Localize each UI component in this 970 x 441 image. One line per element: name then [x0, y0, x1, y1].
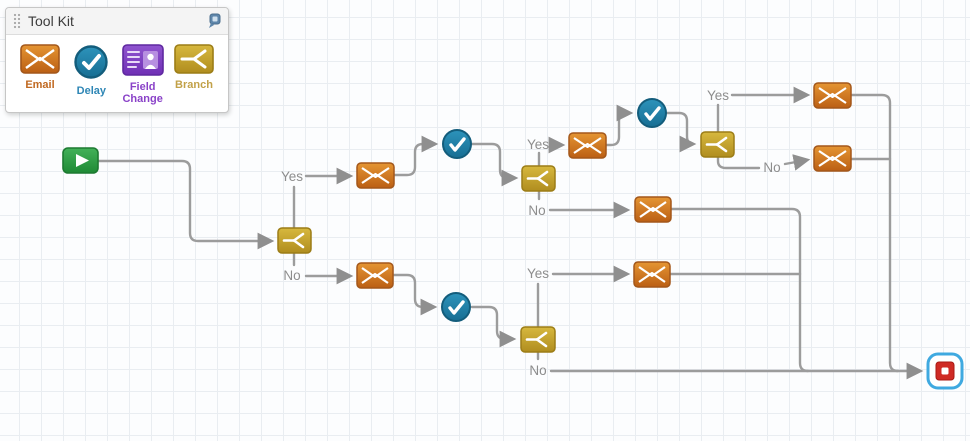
email-envelope-icon	[638, 266, 666, 283]
connector-email2-delay2	[603, 104, 634, 147]
connectors	[96, 86, 924, 380]
edge-label-no: No	[529, 363, 546, 378]
branch-split-icon	[525, 331, 548, 348]
toolkit-panel: Tool Kit Email	[5, 7, 229, 114]
play-icon	[76, 154, 89, 167]
drag-handle-icon[interactable]	[13, 13, 21, 29]
edge-label-yes: Yes	[527, 266, 549, 281]
delay-clock-check-icon	[74, 45, 109, 79]
branch-split-icon	[705, 136, 728, 153]
email-envelope-icon	[361, 167, 390, 184]
tool-field-change[interactable]: Field Change	[119, 44, 167, 105]
node-branch-4[interactable]	[520, 326, 556, 353]
edge-label-yes: Yes	[527, 137, 549, 152]
node-email-5[interactable]	[634, 196, 672, 223]
delay-check-icon	[449, 137, 466, 152]
node-email-1[interactable]	[356, 162, 395, 189]
tool-email[interactable]: Email	[16, 44, 64, 91]
edge-label-yes: Yes	[707, 88, 729, 103]
stop-icon-inner	[941, 367, 949, 375]
email-envelope-icon	[361, 267, 389, 284]
node-email-4[interactable]	[813, 145, 852, 172]
tool-branch-label: Branch	[175, 79, 213, 91]
tool-branch[interactable]: Branch	[170, 44, 218, 91]
edge-label-no: No	[528, 203, 545, 218]
node-delay-1[interactable]	[442, 129, 472, 159]
field-change-contact-icon	[121, 44, 164, 76]
edge-label-yes: Yes	[281, 169, 303, 184]
node-branch-2[interactable]	[521, 165, 556, 192]
email-envelope-icon	[818, 150, 847, 167]
connector-email6-delay3	[391, 273, 438, 316]
email-envelope-icon	[20, 44, 60, 74]
node-email-6[interactable]	[356, 262, 394, 289]
connector-email1-delay1	[392, 135, 439, 177]
node-start[interactable]	[62, 147, 99, 174]
pin-icon[interactable]	[208, 13, 221, 29]
delay-check-icon	[448, 300, 465, 315]
node-email-2[interactable]	[568, 132, 607, 159]
connector-start-branch1	[96, 159, 275, 250]
tool-field-change-label: Field Change	[122, 81, 163, 106]
delay-check-icon	[644, 106, 661, 121]
email-envelope-icon	[573, 137, 602, 154]
email-envelope-icon	[639, 201, 667, 218]
node-delay-3[interactable]	[441, 292, 471, 322]
email-envelope-icon	[818, 87, 847, 104]
tool-delay[interactable]: Delay	[67, 44, 115, 97]
tool-email-label: Email	[25, 79, 55, 91]
node-branch-3[interactable]	[700, 131, 735, 158]
connector-branch3-no-stem	[716, 155, 761, 170]
branch-split-icon	[282, 232, 305, 249]
node-end[interactable]	[926, 352, 964, 390]
node-delay-2[interactable]	[637, 98, 667, 128]
branch-split-icon	[526, 170, 549, 187]
edge-label-no: No	[283, 268, 300, 283]
node-email-7[interactable]	[633, 261, 671, 288]
edge-label-no: No	[763, 160, 780, 175]
toolkit-title: Tool Kit	[28, 13, 74, 29]
connector-delay3-branch4	[470, 305, 517, 348]
node-email-3[interactable]	[813, 82, 852, 109]
tool-delay-label: Delay	[76, 85, 106, 97]
connector-email3-trunk	[848, 93, 900, 373]
connector-delay1-branch2	[470, 142, 519, 187]
toolkit-tools: Email Delay Field	[6, 35, 228, 112]
node-branch-1[interactable]	[277, 227, 312, 254]
branch-split-icon	[174, 44, 214, 74]
connector-email5-trunk	[668, 207, 810, 373]
connector-branch3-no	[783, 154, 811, 171]
toolkit-header: Tool Kit	[6, 8, 228, 35]
connector-delay2-branch3	[664, 111, 697, 153]
